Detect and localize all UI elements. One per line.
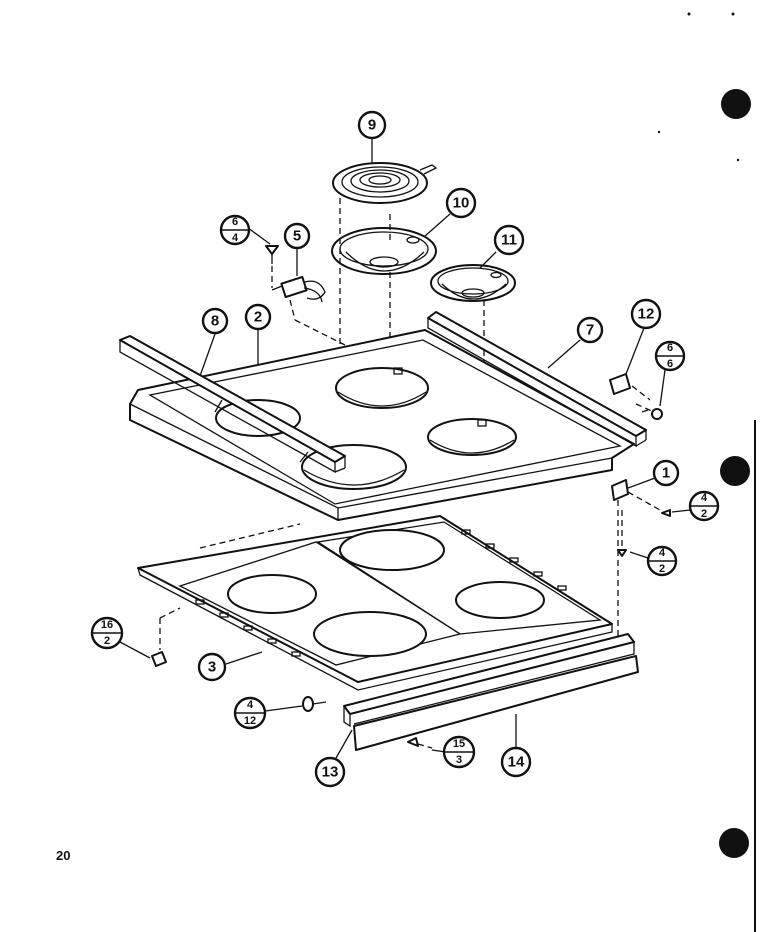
svg-text:2: 2 [659, 563, 665, 575]
svg-text:16: 16 [101, 619, 113, 631]
svg-text:4: 4 [659, 547, 666, 559]
clip-16-2-part [151, 651, 167, 667]
callout-15-3: 15 3 [442, 735, 476, 769]
svg-text:9: 9 [368, 117, 376, 134]
callout-6-6: 6 6 [654, 340, 686, 372]
callout-9: 9 [357, 110, 387, 140]
svg-text:6: 6 [232, 216, 238, 228]
svg-text:7: 7 [586, 322, 594, 339]
bracket-12-part [609, 373, 663, 420]
clip-1-part [611, 479, 671, 636]
page-number: 20 [56, 848, 71, 863]
binder-hole-middle [720, 456, 750, 486]
svg-text:14: 14 [508, 754, 525, 771]
svg-text:8: 8 [211, 313, 219, 330]
callout-6-4: 6 4 [219, 214, 251, 246]
svg-text:1: 1 [662, 465, 670, 482]
svg-text:6: 6 [667, 358, 673, 370]
svg-text:4: 4 [247, 699, 254, 711]
svg-text:2: 2 [254, 309, 262, 326]
receptacle-part [271, 275, 326, 303]
binder-hole-top [721, 89, 751, 119]
callout-11: 11 [493, 224, 525, 256]
svg-text:4: 4 [701, 492, 708, 504]
svg-text:11: 11 [501, 232, 517, 249]
lower-burner-box-part [137, 515, 613, 691]
svg-text:3: 3 [208, 659, 216, 676]
small-drip-bowl-part [430, 264, 516, 302]
callout-10: 10 [445, 187, 477, 219]
svg-text:2: 2 [701, 508, 707, 520]
svg-text:12: 12 [638, 306, 655, 323]
cooktop-main-top-part [129, 329, 635, 521]
screw-4-12 [302, 696, 327, 712]
callout-12: 12 [630, 298, 662, 330]
svg-text:10: 10 [453, 195, 470, 212]
right-trim-strip-part [427, 311, 647, 448]
binder-hole-bottom [719, 828, 749, 858]
svg-text:2: 2 [104, 635, 110, 647]
callout-1: 1 [652, 459, 680, 487]
screw-6-4 [265, 245, 279, 264]
callout-2: 2 [244, 303, 272, 331]
callout-14: 14 [500, 746, 532, 778]
svg-text:4: 4 [232, 232, 239, 244]
svg-text:13: 13 [322, 764, 339, 781]
front-trim-rail-part [343, 633, 635, 728]
callout-4-2-lower: 4 2 [646, 545, 678, 577]
surface-element-part [332, 162, 438, 204]
callout-7: 7 [576, 316, 604, 344]
svg-text:5: 5 [293, 228, 301, 245]
callout-4-12: 4 12 [233, 696, 267, 730]
svg-text:6: 6 [667, 342, 673, 354]
svg-text:3: 3 [456, 754, 462, 766]
callout-4-2-upper: 4 2 [688, 490, 720, 522]
callout-3: 3 [197, 652, 227, 682]
callout-13: 13 [314, 756, 346, 788]
callout-8: 8 [201, 307, 229, 335]
screw-15-3 [407, 737, 433, 749]
callout-5: 5 [283, 222, 311, 250]
svg-text:12: 12 [244, 715, 256, 727]
large-drip-bowl-part [331, 227, 437, 275]
vent-grille-part [353, 655, 639, 751]
callout-16-2: 16 2 [90, 616, 124, 650]
left-trim-strip-part [119, 335, 346, 474]
svg-text:15: 15 [453, 738, 465, 750]
